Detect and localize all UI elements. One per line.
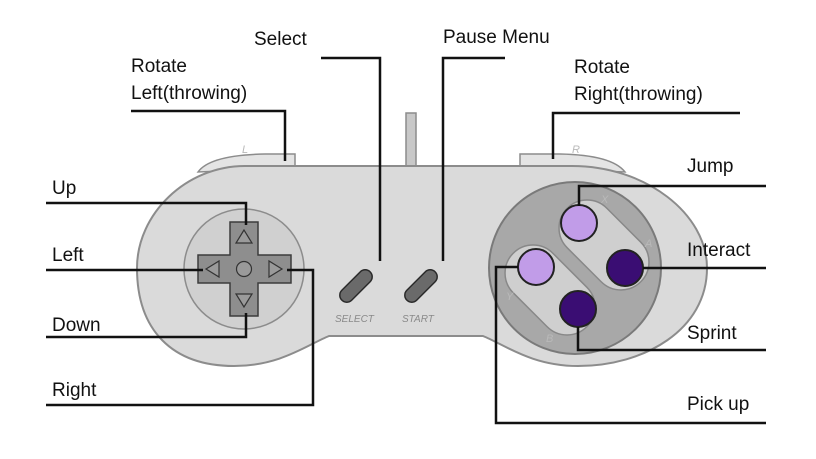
label-sprint: Sprint <box>687 323 737 344</box>
label-interact: Interact <box>687 240 751 261</box>
button-b[interactable] <box>559 290 597 328</box>
shoulder-right-letter: R <box>572 144 580 156</box>
label-down: Down <box>52 315 101 336</box>
start-button-text: START <box>402 314 435 325</box>
label-left: Left <box>52 245 84 266</box>
dpad-up-arrow-icon <box>234 228 254 244</box>
leader-line-right <box>46 268 315 407</box>
dpad-left-arrow-icon <box>204 259 220 279</box>
leader-line-rotate-right <box>551 111 740 159</box>
start-button[interactable] <box>402 267 440 305</box>
select-button-text: SELECT <box>335 314 375 325</box>
controller-cable <box>405 112 417 170</box>
button-a[interactable] <box>606 249 644 287</box>
leader-line-select <box>321 56 382 261</box>
select-button[interactable] <box>337 267 375 305</box>
leader-line-pause-menu <box>441 56 505 261</box>
shoulder-left-letter: L <box>242 144 248 156</box>
leader-line-rotate-left <box>131 109 287 161</box>
label-pick-up: Pick up <box>687 394 750 415</box>
dpad-center-icon <box>235 260 253 278</box>
label-rotate-left: Rotate Left(throwing) <box>131 56 248 104</box>
button-x-letter: X <box>600 194 609 206</box>
label-right: Right <box>52 380 97 401</box>
dpad-down-arrow-icon <box>234 293 254 309</box>
button-y[interactable] <box>517 248 555 286</box>
button-y-letter: Y <box>506 291 514 303</box>
label-select: Select <box>254 29 307 50</box>
dpad-right-arrow-icon <box>268 259 284 279</box>
leader-line-pick-up <box>494 265 766 425</box>
leader-line-down <box>46 313 248 339</box>
button-a-letter: A <box>644 238 652 250</box>
leader-line-sprint <box>576 327 766 352</box>
leader-line-up <box>46 201 248 225</box>
button-x[interactable] <box>560 204 598 242</box>
label-jump: Jump <box>687 156 734 177</box>
leader-line-jump <box>577 184 766 206</box>
label-up: Up <box>52 178 77 199</box>
button-b-letter: B <box>546 333 553 345</box>
label-rotate-right: Rotate Right(throwing) <box>574 57 703 105</box>
label-pause-menu: Pause Menu <box>443 27 550 48</box>
